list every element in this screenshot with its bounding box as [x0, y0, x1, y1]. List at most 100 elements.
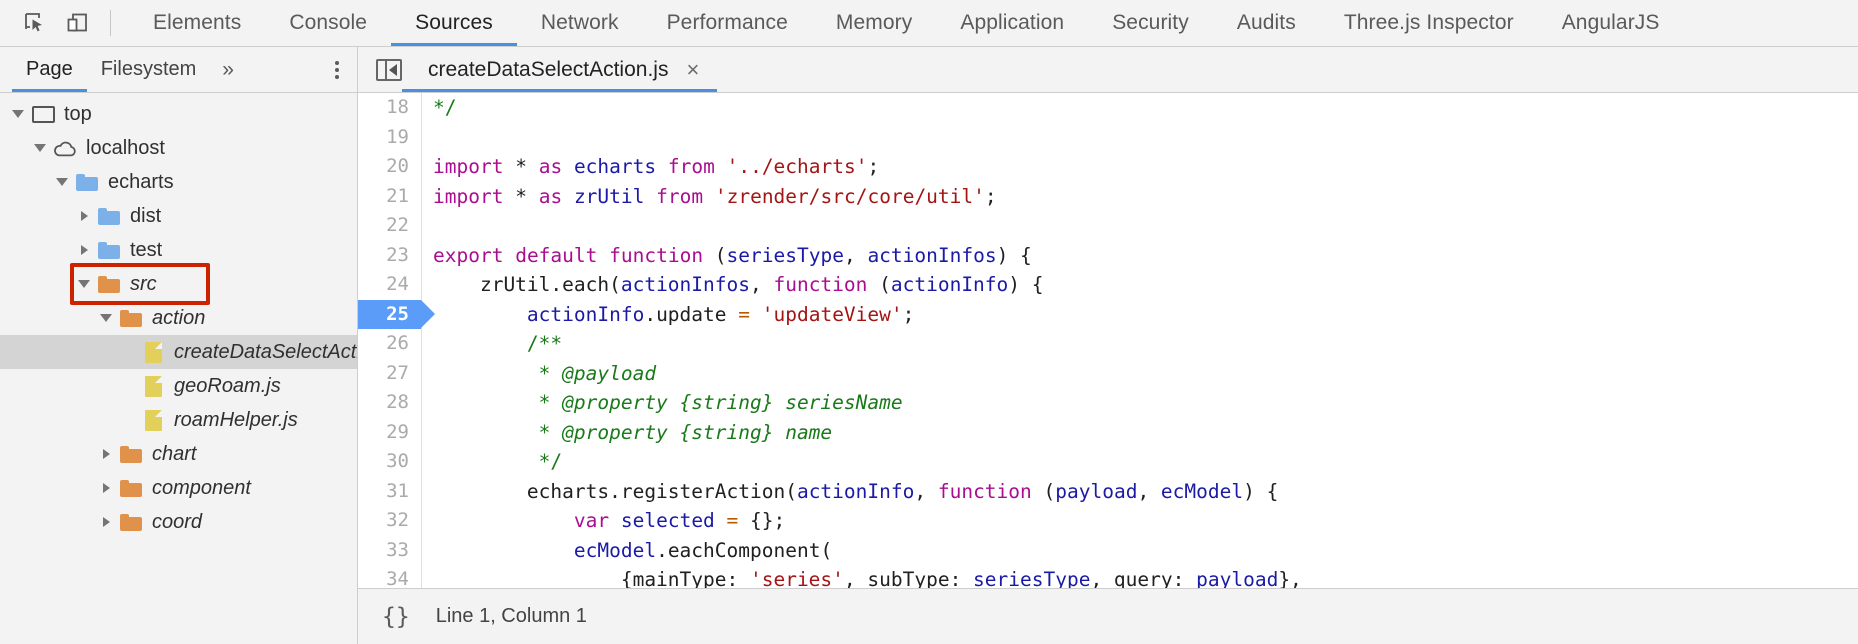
code-line[interactable]: 34 {mainType: 'series', subType: seriesT… — [358, 565, 1858, 588]
code-line[interactable]: 32 var selected = {}; — [358, 506, 1858, 536]
code-line[interactable]: 24 zrUtil.each(actionInfos, function (ac… — [358, 270, 1858, 300]
tree-indent — [0, 165, 52, 199]
folder-icon — [94, 207, 124, 225]
chevron-down-icon[interactable] — [8, 97, 28, 131]
tree-item-dist[interactable]: dist — [0, 199, 357, 233]
tree-item-test[interactable]: test — [0, 233, 357, 267]
line-number[interactable]: 19 — [386, 125, 409, 148]
tree-item-chart[interactable]: chart — [0, 437, 357, 471]
folder-icon — [94, 275, 124, 293]
code-line[interactable]: 21 import * as zrUtil from 'zrender/src/c… — [358, 181, 1858, 211]
code-line[interactable]: 23 export default function (seriesType, a… — [358, 240, 1858, 270]
tree-item-localhost[interactable]: localhost — [0, 131, 357, 165]
tree-spacer — [118, 369, 138, 403]
tree-spacer — [118, 335, 138, 369]
tab-performance[interactable]: Performance — [666, 11, 788, 34]
navigator-tab-filesystem[interactable]: Filesystem — [100, 58, 197, 80]
tab-security[interactable]: Security — [1112, 11, 1189, 34]
tree-item-coord[interactable]: coord — [0, 505, 357, 539]
pretty-print-icon[interactable]: {} — [382, 603, 410, 630]
tab-application[interactable]: Application — [960, 11, 1065, 34]
navigator-tab-page[interactable]: Page — [12, 47, 87, 92]
folder-icon — [116, 513, 146, 531]
line-number[interactable]: 18 — [386, 96, 409, 118]
chevron-right-icon[interactable] — [96, 505, 116, 539]
line-number[interactable]: 27 — [386, 361, 409, 384]
line-number[interactable]: 30 — [386, 450, 409, 472]
folder-icon — [72, 173, 102, 191]
tab-network[interactable]: Network — [540, 11, 619, 34]
code-line[interactable]: 26 /** — [358, 329, 1858, 359]
tree-item-georoam-js[interactable]: geoRoam.js — [0, 369, 357, 403]
tab-threejs-inspector[interactable]: Three.js Inspector — [1343, 11, 1514, 34]
editor-tab-filename: createDataSelectAction.js — [428, 57, 669, 81]
code-line[interactable]: 33 ecModel.eachComponent( — [358, 535, 1858, 565]
code-line[interactable]: 25 actionInfo.update = 'updateView'; — [358, 299, 1858, 329]
chevron-down-icon[interactable] — [96, 301, 116, 335]
editor-tab-createdataselectaction[interactable]: createDataSelectAction.js × — [402, 47, 717, 92]
tab-audits[interactable]: Audits — [1236, 11, 1296, 34]
chevron-right-icon[interactable] — [74, 199, 94, 233]
code-line-text: var selected = {}; — [573, 509, 786, 532]
code-line[interactable]: 18*/ — [358, 93, 1858, 123]
code-line[interactable]: 28 * @property {string} seriesName — [358, 388, 1858, 418]
line-number[interactable]: 33 — [386, 538, 409, 561]
chevron-right-icon[interactable] — [74, 233, 94, 267]
code-line[interactable]: 19 — [358, 122, 1858, 152]
show-navigator-icon[interactable] — [376, 58, 402, 81]
chevron-right-icon[interactable] — [96, 437, 116, 471]
code-line[interactable]: 31 echarts.registerAction(actionInfo, fu… — [358, 476, 1858, 506]
gutter-divider — [421, 329, 422, 359]
tree-spacer — [118, 403, 138, 437]
tree-item-component[interactable]: component — [0, 471, 357, 505]
more-options-icon[interactable] — [335, 60, 339, 79]
tree-indent — [0, 301, 96, 335]
tab-angularjs[interactable]: AngularJS — [1561, 11, 1660, 34]
tree-item-label: component — [152, 476, 251, 499]
code-line[interactable]: 22 — [358, 211, 1858, 241]
chevron-right-icon[interactable] — [96, 471, 116, 505]
tree-item-src[interactable]: src — [0, 267, 357, 301]
line-number[interactable]: 21 — [386, 184, 409, 207]
code-line-text: export default function (seriesType, act… — [433, 243, 1032, 267]
tab-memory[interactable]: Memory — [835, 11, 913, 34]
line-number[interactable]: 24 — [386, 273, 409, 295]
breakpoint-marker[interactable]: 25 — [358, 299, 435, 329]
folder-icon — [116, 445, 146, 463]
chevron-down-icon[interactable] — [74, 267, 94, 301]
tree-item-action[interactable]: action — [0, 301, 357, 335]
device-toolbar-icon[interactable] — [56, 2, 98, 44]
navigator-more-tabs-icon[interactable]: » — [222, 57, 234, 81]
chevron-down-icon[interactable] — [30, 131, 50, 165]
tab-console[interactable]: Console — [289, 11, 368, 34]
close-icon[interactable]: × — [686, 56, 700, 82]
tree-item-echarts[interactable]: echarts — [0, 165, 357, 199]
tree-item-top[interactable]: top — [0, 97, 357, 131]
gutter-divider — [421, 181, 422, 211]
code-line[interactable]: 29 * @property {string} name — [358, 417, 1858, 447]
line-number[interactable]: 29 — [386, 420, 409, 443]
code-line[interactable]: 30 */ — [358, 447, 1858, 477]
code-line[interactable]: 27 * @payload — [358, 358, 1858, 388]
line-number[interactable]: 28 — [386, 391, 409, 413]
chevron-down-icon[interactable] — [52, 165, 72, 199]
line-number[interactable]: 23 — [386, 243, 409, 266]
inspect-element-icon[interactable] — [14, 2, 56, 44]
tree-item-createdataselectaction-js[interactable]: createDataSelectAction.js — [0, 335, 357, 369]
gutter-divider — [421, 240, 422, 270]
line-number[interactable]: 34 — [386, 568, 409, 588]
line-number[interactable]: 26 — [386, 332, 409, 354]
line-number[interactable]: 32 — [386, 509, 409, 531]
tab-elements[interactable]: Elements — [153, 11, 242, 34]
tab-sources[interactable]: Sources — [391, 0, 517, 46]
code-line-text: import * as zrUtil from 'zrender/src/cor… — [433, 184, 997, 208]
tree-item-roamhelper-js[interactable]: roamHelper.js — [0, 403, 357, 437]
line-number[interactable]: 31 — [386, 479, 409, 502]
line-number[interactable]: 20 — [386, 155, 409, 177]
line-number[interactable]: 22 — [386, 214, 409, 236]
tree-indent — [0, 233, 74, 267]
